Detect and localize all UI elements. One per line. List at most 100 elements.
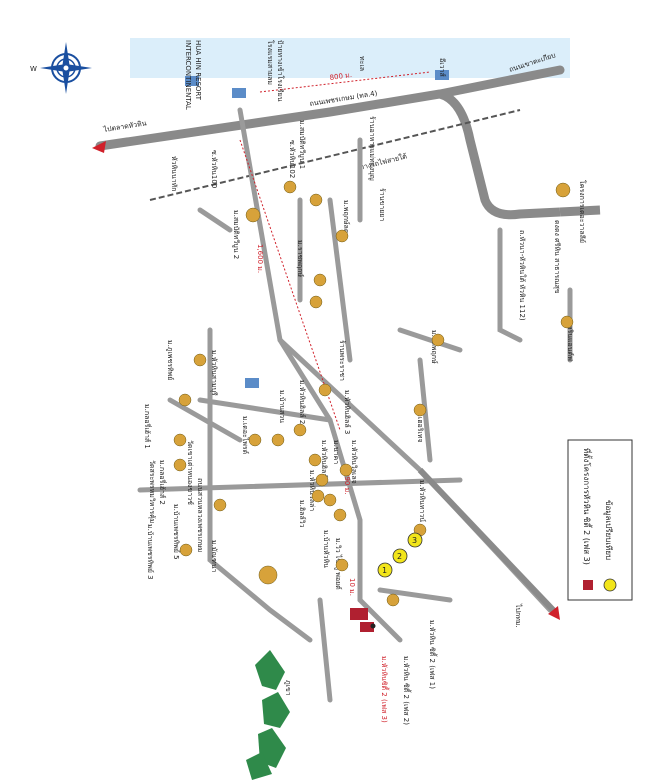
house-icon	[333, 508, 347, 522]
village-label: ม.หรินแอนด์ฟ	[566, 318, 574, 361]
hotel1-label: โรงแรมสายลม	[266, 40, 275, 85]
soi100-label: ซ.หัวหิน100	[210, 150, 218, 188]
comparison-marker-1-label: 1	[382, 566, 387, 575]
legend-compare-label: ข้อมูลเปรียบเทียบ	[603, 500, 613, 560]
road-low-label: ถนนสวนหลวงเพชรเกษม	[196, 478, 204, 552]
house-icon	[315, 473, 329, 487]
railway	[149, 109, 521, 201]
house-icon	[323, 493, 337, 507]
house-icon	[335, 229, 349, 243]
comparison-marker-2	[392, 548, 408, 564]
railway-label: ทางรถไฟสายใต้	[358, 151, 408, 172]
village-label: ม.เฮอริเทจ	[416, 410, 424, 443]
village-label: ม.ฮิลล์วิว	[298, 500, 306, 528]
hotel2-label: ป้ายทางเข้าโรงเรียน	[276, 40, 285, 102]
village-label: ม.บ้านหัวหิน	[322, 530, 330, 568]
building-icon	[245, 378, 259, 388]
compass-n: W	[30, 65, 37, 73]
comparison-marker-1	[377, 562, 393, 578]
village-label: ม.บ้านเพชรทิพย์ 3	[146, 524, 154, 580]
legend: ที่ตั้งโครงการหัวหิน ซิตี้ 2 (เฟส 3) ข้อ…	[567, 439, 633, 601]
project-site-marker	[360, 622, 374, 632]
comparison-marker-3	[407, 532, 423, 548]
highway-right	[559, 205, 601, 217]
arrow-left-icon	[92, 141, 106, 153]
house-icon	[178, 393, 192, 407]
highway-curve	[438, 89, 561, 220]
project-main-label: ม.หัวหินซิตี้ 2 (เฟส 3)	[380, 656, 391, 723]
village-label: ม.หัวหินฮิลล์ 2	[298, 380, 306, 424]
house-icon	[283, 180, 297, 194]
location-dot-icon	[370, 623, 376, 629]
village-label: ม.หัวหินฮิลล์ 1	[320, 440, 328, 484]
house-icon	[271, 433, 285, 447]
legend-yellow-circle-icon	[603, 578, 617, 592]
distance-left-label: 1,600 ม.	[256, 244, 264, 273]
house-icon	[179, 543, 193, 557]
house-icon	[309, 295, 323, 309]
house-icon	[213, 498, 227, 512]
house-icon	[173, 458, 187, 472]
house-icons	[173, 180, 574, 607]
evolve-label: อีเวาส์	[438, 58, 446, 77]
legend-project-label: ที่ตั้งโครงการหัวหิน ซิตี้ 2 (เฟส 3)	[582, 448, 593, 565]
village-label: ม.มัณฑนา	[210, 540, 218, 573]
house-icon	[555, 182, 571, 198]
village-label: ม.หัวหินสามบุรี	[210, 350, 218, 396]
comparison-marker-2-label: 2	[397, 552, 402, 561]
pharmacy-label: ร้านขายยา	[378, 188, 386, 221]
market-label: หัวหินนาทัก	[170, 156, 178, 192]
house-icon	[313, 273, 327, 287]
house-icon	[173, 433, 187, 447]
village-label: ม.ภูเพชรทิพย์	[166, 340, 174, 380]
village-label: ม.พฤกษ์ลดา	[342, 200, 350, 237]
temple-label: วัดสระพรหมวิหารคุ้ม	[148, 460, 156, 523]
village-label: ม.ชลพฤกษ์	[430, 330, 438, 364]
village-label: ม.ราชพฤกษ์	[296, 240, 304, 277]
village-label: ม.กลอรี่เฮ้าส์ 2	[158, 460, 167, 505]
village-label: ม.นาคา	[332, 440, 340, 464]
house-icon	[248, 433, 262, 447]
comparison-marker-3-label: 3	[412, 536, 417, 545]
arrow-bangkok-icon	[548, 606, 560, 620]
house-icon	[413, 403, 427, 417]
house-icon	[293, 423, 307, 437]
uttama-label: ร้านพระราชา	[338, 340, 346, 381]
village-label: ม.เดอะไพรด์	[241, 416, 250, 454]
temple-label: วัดเขาเต่าหนองขาวช์	[186, 440, 194, 505]
comparison-markers: 1 2 3	[377, 532, 423, 578]
proj-right-label: โครงการเดอะวาลลีย์	[578, 180, 587, 243]
distance-line-top	[259, 71, 431, 93]
distance-mid-label: 990 ม.	[343, 472, 351, 494]
mountain-label: ภูเขา	[284, 680, 292, 696]
house-icon	[339, 463, 353, 477]
project-site-marker	[350, 608, 368, 620]
to-huahin-label: ไปตลาดหัวหิน	[102, 118, 147, 134]
village-label: ม.บ้านสวน	[278, 390, 286, 423]
project-phase2-label: ม.หัวหิน ซิตี้ 2 (เฟส 2)	[402, 656, 413, 725]
mountain-icons	[246, 650, 290, 780]
building-icon	[185, 76, 199, 86]
house-icon	[309, 193, 323, 207]
distance-low-label: 10 ม.	[348, 578, 356, 596]
house-icon	[311, 489, 325, 503]
house-icon	[386, 593, 400, 607]
village-label: ม.สมบัติทวีบูน 1	[298, 120, 306, 169]
house-icon	[193, 353, 207, 367]
cafe-label: ร้านอาหารแม่ทองบุญ	[368, 116, 376, 181]
project-phase1-label: ม.หัวหิน ซิตี้ 2 (เฟส 1)	[428, 620, 439, 689]
building-icon	[435, 70, 449, 80]
village-label: ม.สมบัติทวีบูน 2	[232, 210, 240, 259]
village-label: ม.หัวหินวิลเลจ	[350, 440, 358, 484]
house-icon	[308, 453, 322, 467]
to-bangkok-label: ไปกทม.	[514, 603, 523, 628]
soi102-label: ซ.หัวหิน102	[288, 140, 296, 178]
sea-area	[130, 38, 570, 78]
house-icon	[318, 383, 332, 397]
house-icon	[431, 333, 445, 347]
village-label: ม.กลอรี่เฮ้าส์ 1	[143, 404, 152, 449]
village-label: ม.หัวหินทาวน์	[418, 480, 426, 522]
legend-box	[567, 439, 633, 601]
building-icon	[232, 88, 246, 98]
